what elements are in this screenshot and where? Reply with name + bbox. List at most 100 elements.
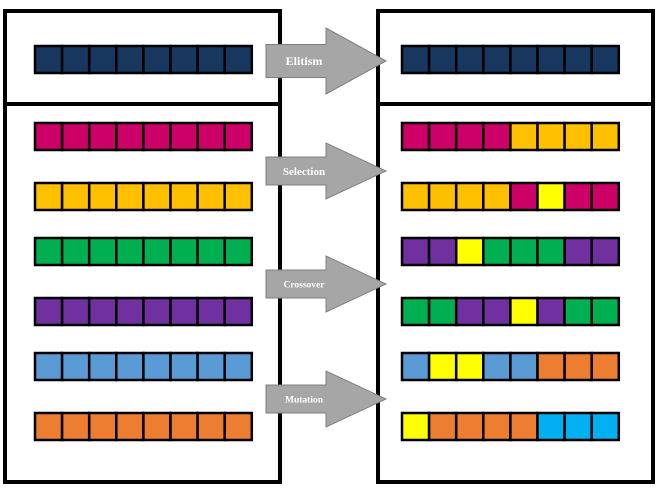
gene-cell	[536, 44, 566, 75]
gene-cell	[400, 351, 431, 382]
gene-cell	[60, 236, 91, 267]
gene-cell	[454, 181, 485, 212]
gene-cell	[87, 296, 118, 327]
gene-cell	[509, 121, 539, 152]
gene-cell	[536, 181, 566, 212]
left-chromosome-5	[33, 351, 254, 382]
gene-cell	[536, 236, 566, 267]
gene-cell	[509, 351, 539, 382]
gene-cell	[509, 296, 539, 327]
gene-cell	[87, 351, 118, 382]
arrow-shape	[265, 27, 388, 95]
gene-cell	[87, 236, 118, 267]
gene-cell	[196, 44, 226, 75]
gene-cell	[115, 236, 145, 267]
gene-cell	[536, 296, 566, 327]
gene-cell	[169, 121, 199, 152]
gene-cell	[223, 296, 254, 327]
gene-cell	[142, 181, 172, 212]
gene-cell	[169, 411, 199, 442]
gene-cell	[169, 236, 199, 267]
selection-arrow: Selection	[265, 142, 388, 200]
gene-cell	[509, 236, 539, 267]
arrow-label: Selection	[283, 166, 325, 178]
gene-cell	[563, 121, 593, 152]
gene-cell	[223, 181, 254, 212]
gene-cell	[536, 411, 566, 442]
gene-cell	[196, 181, 226, 212]
gene-cell	[590, 121, 621, 152]
gene-cell	[400, 296, 431, 327]
gene-cell	[482, 44, 512, 75]
gene-cell	[563, 44, 593, 75]
gene-cell	[454, 351, 485, 382]
gene-cell	[142, 351, 172, 382]
gene-cell	[482, 236, 512, 267]
gene-cell	[427, 181, 458, 212]
gene-cell	[509, 181, 539, 212]
gene-cell	[563, 411, 593, 442]
gene-cell	[454, 296, 485, 327]
gene-cell	[33, 44, 64, 75]
gene-cell	[196, 351, 226, 382]
left-chromosome-3	[33, 236, 254, 267]
gene-cell	[87, 411, 118, 442]
gene-cell	[196, 411, 226, 442]
gene-cell	[400, 44, 431, 75]
gene-cell	[115, 121, 145, 152]
right-elite-chromosome	[400, 44, 621, 75]
gene-cell	[87, 44, 118, 75]
gene-cell	[509, 411, 539, 442]
gene-cell	[400, 236, 431, 267]
gene-cell	[590, 236, 621, 267]
gene-cell	[563, 351, 593, 382]
gene-cell	[590, 411, 621, 442]
gene-cell	[482, 296, 512, 327]
right-chromosome-6	[400, 411, 621, 442]
gene-cell	[87, 181, 118, 212]
gene-cell	[400, 121, 431, 152]
left-elite-chromosome	[33, 44, 254, 75]
gene-cell	[60, 121, 91, 152]
gene-cell	[33, 351, 64, 382]
gene-cell	[590, 351, 621, 382]
gene-cell	[563, 236, 593, 267]
gene-cell	[115, 411, 145, 442]
gene-cell	[482, 411, 512, 442]
right-population-panel	[376, 102, 655, 484]
gene-cell	[60, 181, 91, 212]
gene-cell	[536, 351, 566, 382]
gene-cell	[87, 121, 118, 152]
gene-cell	[169, 296, 199, 327]
gene-cell	[482, 121, 512, 152]
gene-cell	[33, 121, 64, 152]
right-chromosome-2	[400, 181, 621, 212]
gene-cell	[223, 351, 254, 382]
gene-cell	[454, 121, 485, 152]
gene-cell	[169, 181, 199, 212]
gene-cell	[590, 296, 621, 327]
gene-cell	[196, 236, 226, 267]
gene-cell	[33, 236, 64, 267]
left-chromosome-6	[33, 411, 254, 442]
gene-cell	[169, 351, 199, 382]
gene-cell	[142, 44, 172, 75]
arrow-label: Elitism	[286, 54, 323, 68]
gene-cell	[60, 411, 91, 442]
gene-cell	[33, 411, 64, 442]
right-chromosome-3	[400, 236, 621, 267]
gene-cell	[142, 411, 172, 442]
gene-cell	[115, 351, 145, 382]
gene-cell	[196, 121, 226, 152]
gene-cell	[482, 351, 512, 382]
gene-cell	[169, 44, 199, 75]
gene-cell	[60, 44, 91, 75]
gene-cell	[223, 121, 254, 152]
gene-cell	[482, 181, 512, 212]
gene-cell	[60, 351, 91, 382]
gene-cell	[400, 181, 431, 212]
gene-cell	[60, 296, 91, 327]
gene-cell	[536, 121, 566, 152]
arrow-shape	[265, 255, 388, 313]
